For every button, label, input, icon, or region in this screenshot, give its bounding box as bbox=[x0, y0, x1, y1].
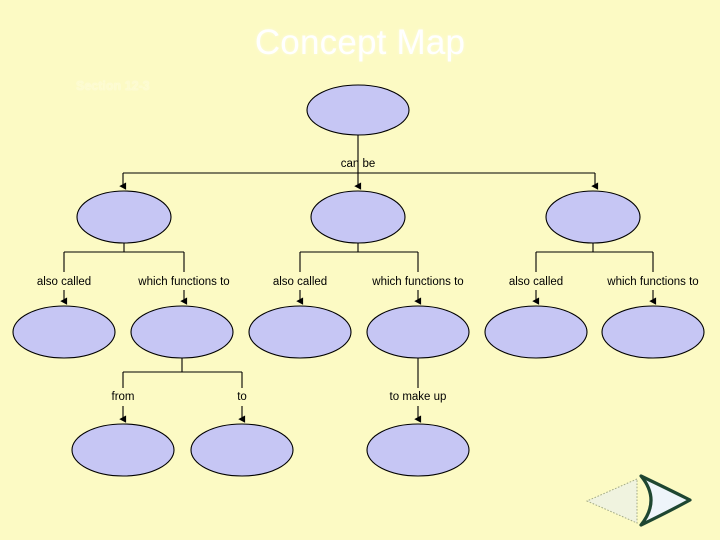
node-branch-2[interactable] bbox=[310, 190, 406, 244]
edge-label-to-make-up: to make up bbox=[390, 391, 447, 403]
slide-section-label: Section 12-3 bbox=[76, 79, 150, 93]
edge-label-which-functions-to-1: which functions to bbox=[137, 276, 229, 288]
edge-label-also-called-2: also called bbox=[273, 276, 327, 288]
page-title: Concept Map bbox=[254, 23, 466, 62]
edge-label-also-called-1: also called bbox=[37, 276, 91, 288]
node-root[interactable] bbox=[306, 84, 410, 136]
node-sub-2[interactable] bbox=[190, 423, 294, 477]
previous-slide-icon[interactable] bbox=[585, 478, 638, 524]
node-branch-3[interactable] bbox=[545, 190, 641, 244]
node-leaf-4[interactable] bbox=[366, 305, 470, 359]
edge-label-which-functions-to-3: which functions to bbox=[606, 276, 698, 288]
edge-label-can-be: can be bbox=[341, 158, 376, 170]
node-leaf-1[interactable] bbox=[12, 305, 116, 359]
next-slide-icon[interactable] bbox=[639, 474, 692, 527]
node-leaf-2[interactable] bbox=[130, 305, 234, 359]
node-leaf-5[interactable] bbox=[484, 305, 588, 359]
node-leaf-3[interactable] bbox=[248, 305, 352, 359]
node-branch-1[interactable] bbox=[76, 190, 172, 244]
node-leaf-6[interactable] bbox=[601, 305, 705, 359]
node-sub-3[interactable] bbox=[366, 423, 470, 477]
edge-label-also-called-3: also called bbox=[509, 276, 563, 288]
node-sub-1[interactable] bbox=[71, 423, 175, 477]
edge-label-from: from bbox=[112, 391, 135, 403]
edge-label-which-functions-to-2: which functions to bbox=[371, 276, 463, 288]
edge-label-to: to bbox=[237, 391, 247, 403]
